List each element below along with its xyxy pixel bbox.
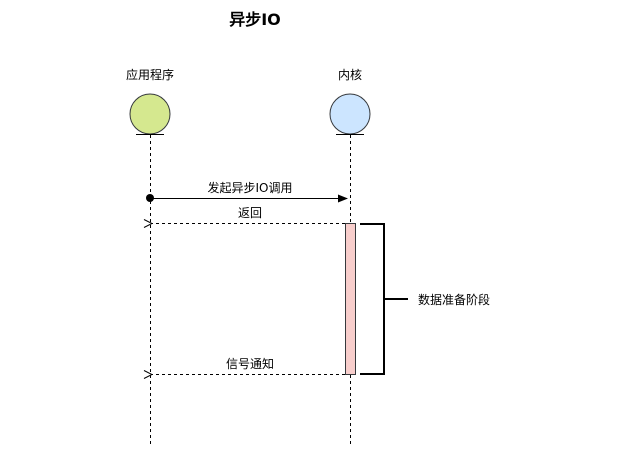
message-signal-label: 信号通知: [226, 357, 274, 371]
message-return-label: 返回: [238, 206, 262, 220]
actor-app-circle: [129, 93, 171, 135]
phase-label: 数据准备阶段: [418, 292, 490, 307]
phase-bracket: [360, 223, 385, 375]
message-async-call-label: 发起异步IO调用: [208, 180, 293, 195]
actor-kernel-circle: [329, 93, 371, 135]
activation-bar: [345, 223, 356, 375]
actor-label-kernel: 内核: [338, 68, 362, 82]
actor-label-app: 应用程序: [126, 67, 174, 82]
diagram-title: 异步IO: [229, 10, 281, 29]
